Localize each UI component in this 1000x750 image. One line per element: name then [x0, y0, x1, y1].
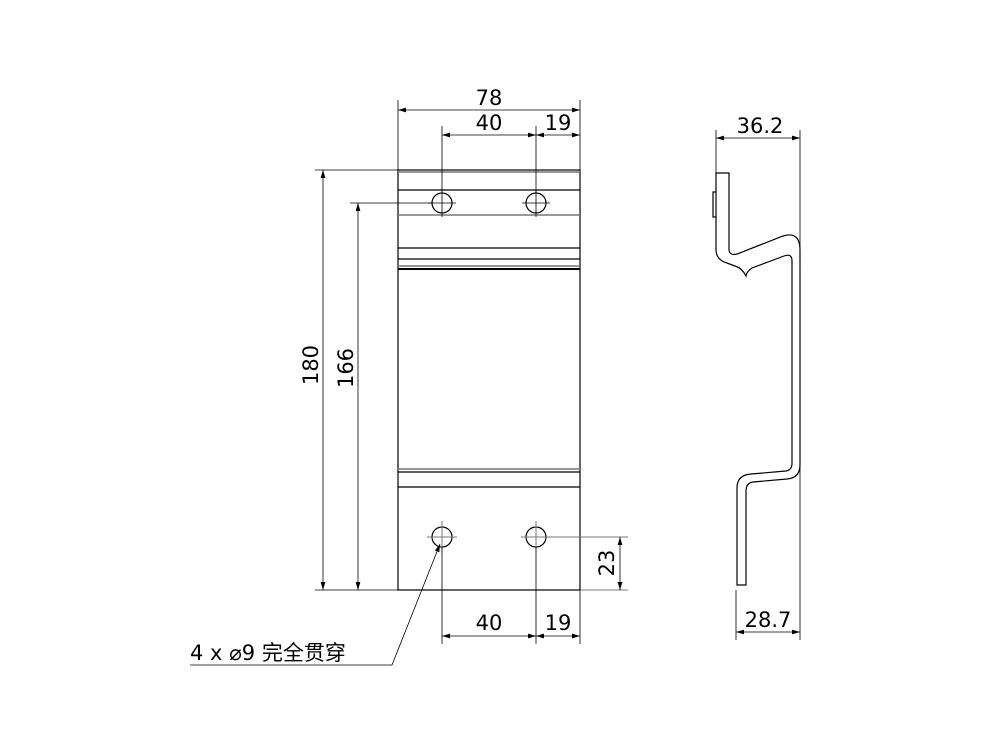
hole-top-right: [522, 189, 550, 217]
dim-hole-spacing-top: 40 19: [442, 111, 580, 138]
dim-top-depth: 36.2: [716, 114, 800, 141]
svg-text:19: 19: [545, 111, 572, 135]
svg-text:180: 180: [299, 345, 323, 385]
svg-text:40: 40: [476, 611, 503, 635]
svg-text:40: 40: [476, 111, 503, 135]
dim-height-holes: 166: [334, 203, 361, 590]
plate-outline: [397, 169, 581, 591]
svg-text:36.2: 36.2: [737, 114, 784, 138]
dim-width-total: 78: [398, 86, 580, 113]
svg-text:28.7: 28.7: [745, 608, 792, 632]
dim-hole-from-bottom: 23: [595, 537, 623, 590]
side-view: 36.2 28.7: [712, 114, 801, 640]
dim-bottom-depth: 28.7: [736, 608, 800, 635]
hole-callout: 4 x ⌀9 完全贯穿: [190, 543, 441, 666]
svg-text:23: 23: [595, 550, 619, 577]
mounting-holes: [427, 189, 551, 553]
svg-text:19: 19: [545, 611, 572, 635]
dim-hole-spacing-bottom: 40 19: [442, 611, 580, 639]
side-profile: [715, 172, 801, 586]
hole-top-left: [428, 189, 456, 217]
dim-height-total: 180: [299, 170, 326, 590]
svg-text:166: 166: [334, 348, 358, 388]
front-view: 78 40 19 180 166 23 40 19 4 x ⌀9 完全: [190, 86, 628, 666]
svg-text:4 x ⌀9 完全贯穿: 4 x ⌀9 完全贯穿: [190, 641, 346, 665]
svg-text:78: 78: [476, 86, 503, 110]
